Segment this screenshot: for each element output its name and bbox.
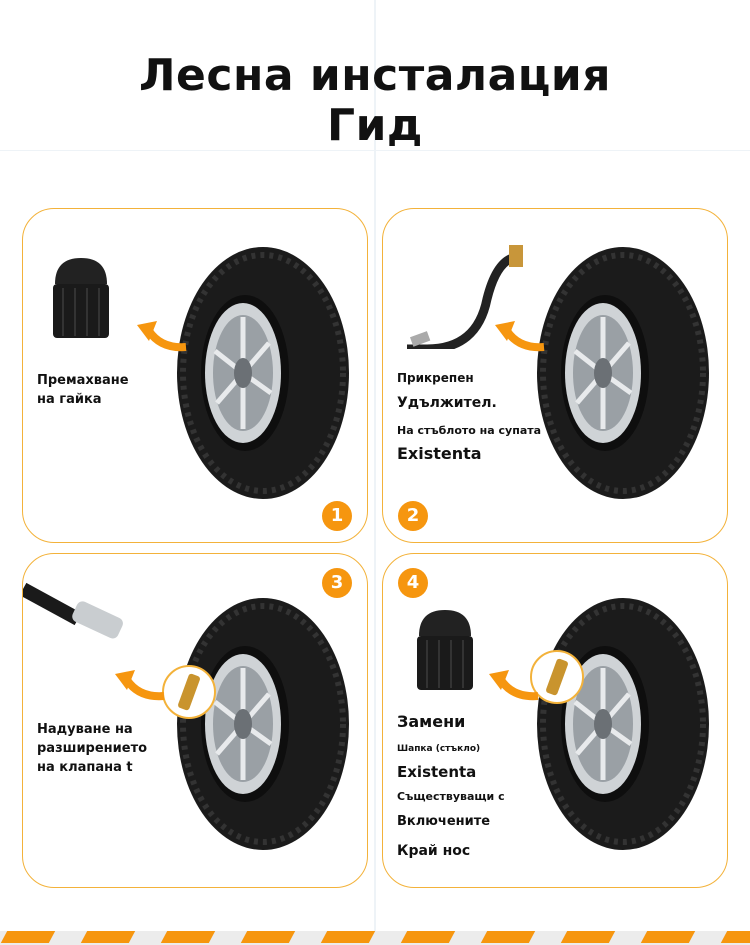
step-4-text-6: Край нос <box>397 843 471 859</box>
tire-image <box>533 594 713 854</box>
background-line <box>374 0 376 945</box>
background-line <box>0 150 750 151</box>
step-4-text-3: Existenta <box>397 763 477 781</box>
arrow-icon <box>109 666 169 706</box>
step-3-text-1: Надуване на <box>37 722 133 737</box>
step-4-text-4: Съществуващи с <box>397 790 505 803</box>
valve-extension-closeup <box>162 665 216 719</box>
step-1-badge: 1 <box>322 501 352 531</box>
step-4-text-2: Шапка (стъкло) <box>397 744 481 754</box>
step-3-panel: Надуване на разширението на клапана t 3 <box>22 553 368 888</box>
step-2-badge: 2 <box>398 501 428 531</box>
step-2-panel: Прикрепен Удължител. На стъблото на супа… <box>382 208 728 543</box>
step-3-text-2: разширението <box>37 741 148 756</box>
tire-image <box>173 243 353 503</box>
tire-image <box>173 594 353 854</box>
step-3-text-3: на клапана t <box>37 760 133 775</box>
page-title: Лесна инсталация <box>139 50 611 101</box>
extension-hose-image <box>407 245 523 349</box>
step-4-text-1: Замени <box>397 712 466 731</box>
step-2-text-1: Прикрепен <box>397 371 474 385</box>
air-chuck-image <box>23 582 123 639</box>
step-4-panel: Замени Шапка (стъкло) Existenta Съществу… <box>382 553 728 888</box>
step-4-badge: 4 <box>398 568 428 598</box>
step-3-badge: 3 <box>322 568 352 598</box>
step-1-text-2: на гайка <box>37 392 102 407</box>
page-subtitle: Гид <box>327 100 423 151</box>
step-2-text-3: На стъблото на супата <box>397 424 542 437</box>
step-1-text-1: Премахване <box>37 373 129 388</box>
step-2-text-2: Удължител. <box>397 395 497 411</box>
arrow-icon <box>131 317 191 357</box>
arrow-icon <box>483 666 543 706</box>
arrow-icon <box>489 317 549 357</box>
valve-cap-image <box>53 258 109 338</box>
tire-image <box>533 243 713 503</box>
hazard-stripe-footer <box>0 931 750 945</box>
valve-cap-image <box>417 610 473 690</box>
step-1-panel: Премахване на гайка 1 <box>22 208 368 543</box>
valve-extension-closeup <box>530 650 584 704</box>
step-4-text-5: Включените <box>397 814 491 829</box>
step-2-text-4: Existenta <box>397 444 482 463</box>
